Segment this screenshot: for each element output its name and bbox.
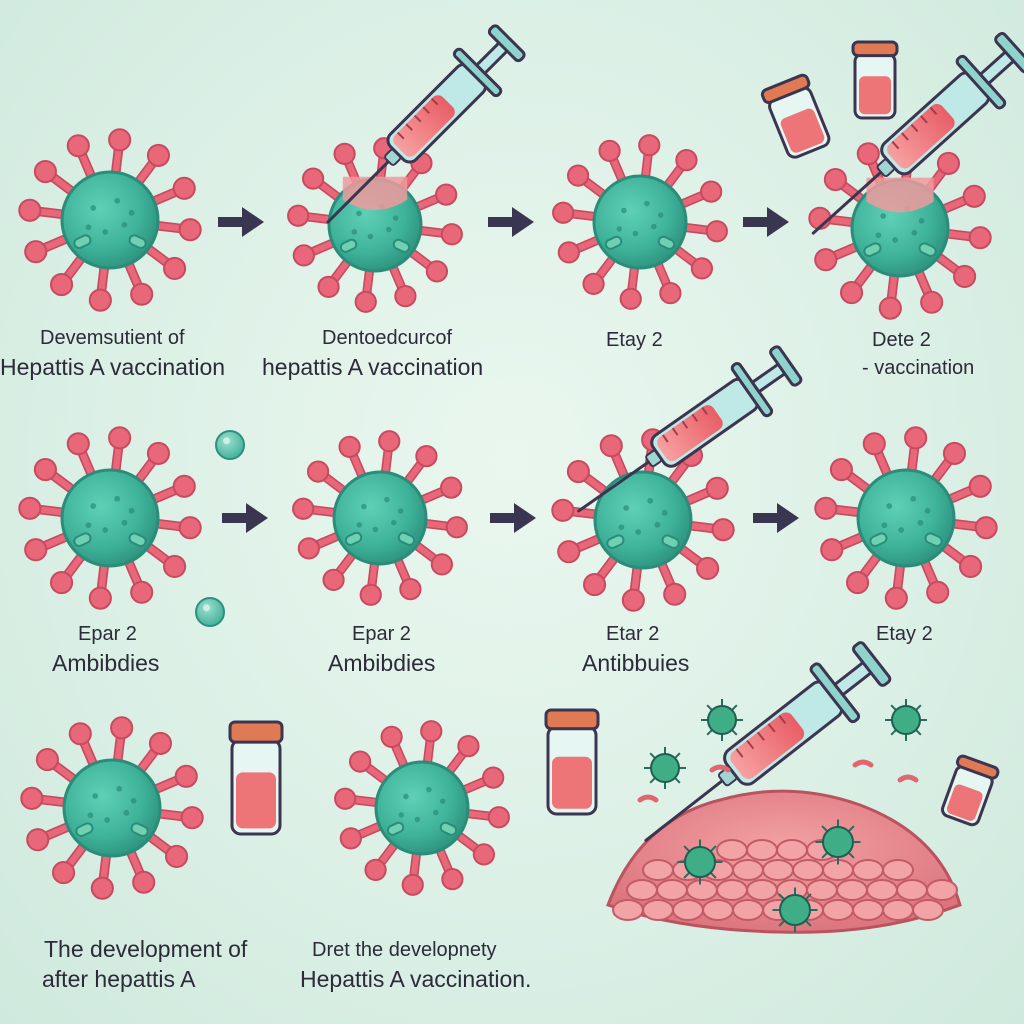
row3-label2-line1: Dret the developnety <box>312 939 497 961</box>
row2-label1-line1: Epar 2 <box>78 623 137 645</box>
row1-virus-2 <box>287 137 463 313</box>
row1-virus-4 <box>808 136 992 320</box>
tissue-cell <box>702 899 734 921</box>
row3-mini-virus-3 <box>644 747 686 789</box>
tissue-cell <box>806 879 838 901</box>
tissue-cell <box>852 899 884 921</box>
tissue-cell <box>672 899 704 921</box>
tissue-cell <box>642 859 674 881</box>
row2-virus-1 <box>18 426 202 610</box>
tissue-cell <box>686 879 718 901</box>
row1-arrow-1 <box>218 207 264 237</box>
row3-label1-line1: The development of <box>44 936 248 962</box>
tissue-cell <box>762 859 794 881</box>
row1-arrow-2 <box>488 207 534 237</box>
row3-mini-virus-5 <box>815 819 861 865</box>
row1-syringe-1 <box>326 24 526 224</box>
tissue-cell <box>626 879 658 901</box>
tissue-cell <box>746 879 778 901</box>
tissue-cell <box>716 879 748 901</box>
tissue-cell <box>746 839 778 861</box>
row1-label3-line1: Etay 2 <box>606 329 663 351</box>
row2-arrow-2 <box>490 503 536 533</box>
row1-arrow-3 <box>743 207 789 237</box>
tissue-cell <box>882 859 914 881</box>
row1-label4-line1: Dete 2 <box>872 329 931 351</box>
row1-label2-line2: hepattis A vaccination <box>262 354 484 380</box>
row3-label1-line2: after hepattis A <box>42 966 196 992</box>
row1-label1-line2: Hepattis A vaccination <box>0 354 226 380</box>
row3-vial-3 <box>940 754 1000 827</box>
row1-label2-line1: Dentoedcurcof <box>322 327 453 349</box>
row3-syringe-1 <box>644 641 892 842</box>
tissue-cell <box>836 879 868 901</box>
row1-vial-1 <box>851 40 899 120</box>
tissue-cell <box>882 899 914 921</box>
tissue-cell <box>642 899 674 921</box>
tissue-cell <box>926 879 958 901</box>
tissue-cell <box>866 879 898 901</box>
debris-fragment <box>897 774 919 783</box>
row1-label4-line2: - vaccination <box>862 357 975 379</box>
row3-vial-1 <box>228 720 284 836</box>
tissue-cell <box>896 879 928 901</box>
tissue-mass <box>606 789 962 934</box>
row3-mini-virus-6 <box>772 887 818 933</box>
row3-mini-virus-4 <box>677 839 723 885</box>
tissue-cell <box>822 899 854 921</box>
row2-label3-line2: Antibbuies <box>582 650 690 676</box>
row3-virus-1 <box>20 716 204 900</box>
debris-fragment <box>852 759 874 768</box>
tissue-cell <box>656 879 688 901</box>
tissue-cell <box>852 859 884 881</box>
debris-fragment <box>709 764 731 773</box>
row2-arrow-3 <box>753 503 799 533</box>
row2-virus-4 <box>814 426 998 610</box>
row2-virus-3 <box>551 428 735 612</box>
tissue-cell <box>716 839 748 861</box>
tissue-cell <box>732 899 764 921</box>
row3-virus-2 <box>334 720 510 896</box>
row1-virus-3 <box>552 134 728 310</box>
row3-label2-line2: Hepattis A vaccination. <box>300 966 532 992</box>
row1-label1-line1: Devemsutient of <box>40 327 185 349</box>
row2-antibody-1 <box>215 430 245 460</box>
tissue-cell <box>792 859 824 881</box>
row1-syringe-2 <box>811 32 1024 235</box>
row2-label2-line2: Ambibdies <box>328 650 436 676</box>
row2-label1-line2: Ambibdies <box>52 650 160 676</box>
row2-arrow-1 <box>222 503 268 533</box>
row3-vial-2 <box>544 708 600 816</box>
row2-virus-2 <box>292 430 468 606</box>
row3-mini-virus-1 <box>701 699 743 741</box>
tissue-cell <box>732 859 764 881</box>
row2-label4-line1: Etay 2 <box>876 623 933 645</box>
row1-vial-2 <box>760 73 831 159</box>
tissue-cell <box>776 839 808 861</box>
row3-mini-virus-2 <box>885 699 927 741</box>
row2-label3-line1: Etar 2 <box>606 623 660 645</box>
row2-label2-line1: Epar 2 <box>352 623 411 645</box>
tissue-cell <box>612 899 644 921</box>
row2-antibody-2 <box>195 597 225 627</box>
row1-virus-1 <box>18 128 202 312</box>
tissue-cell <box>912 899 944 921</box>
debris-fragment <box>637 794 659 803</box>
row2-syringe-1 <box>577 345 803 513</box>
